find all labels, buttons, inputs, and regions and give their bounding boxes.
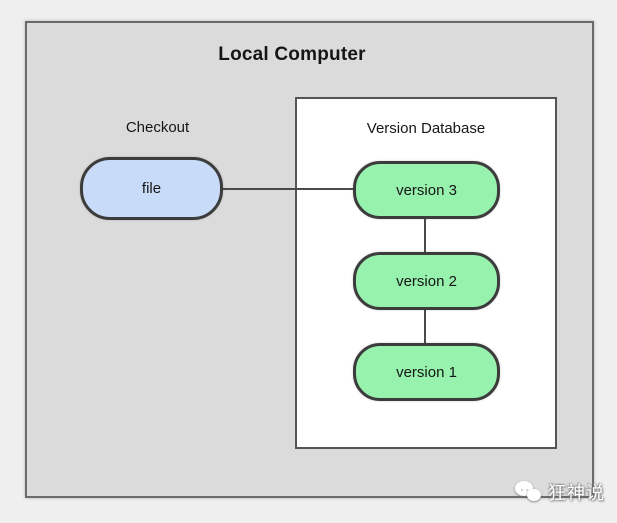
file-node: file	[80, 157, 223, 220]
version-database-label: Version Database	[366, 120, 486, 137]
wechat-bubble-eye	[526, 489, 528, 491]
version3-to-version2-connector	[424, 218, 426, 253]
version2-node: version 2	[353, 252, 500, 310]
watermark-text: 狂神说	[548, 483, 605, 503]
watermark: 狂神说	[514, 477, 605, 507]
local-computer-title: Local Computer	[218, 44, 366, 65]
version1-node: version 1	[353, 343, 500, 401]
version3-node: version 3	[353, 161, 500, 219]
checkout-label: Checkout	[125, 119, 190, 136]
version2-to-version1-connector	[424, 309, 426, 344]
wechat-bubble-eye	[521, 489, 523, 491]
file-to-version3-connector	[221, 188, 354, 190]
wechat-icon	[514, 478, 544, 506]
wechat-bubble-small	[527, 489, 541, 501]
